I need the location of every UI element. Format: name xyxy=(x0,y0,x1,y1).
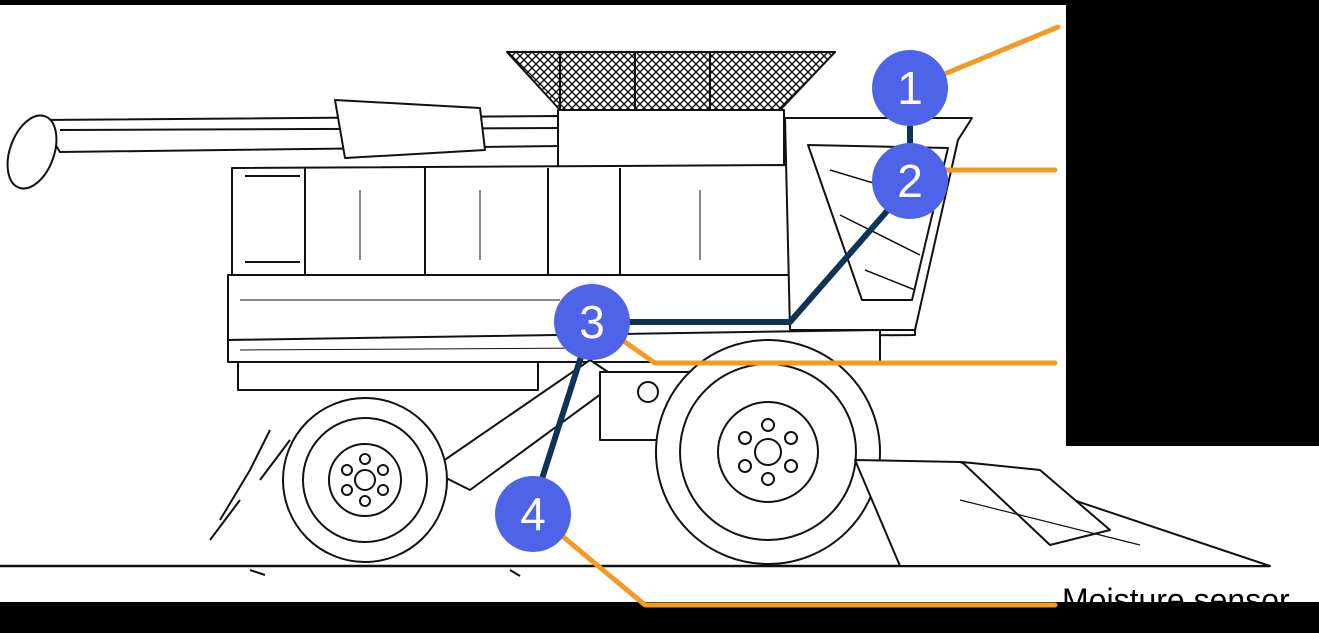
marker-4: 4 xyxy=(495,476,571,552)
label-yield-unit: Yield unit xyxy=(1066,150,1306,190)
marker-number: 3 xyxy=(579,296,605,348)
label-external-gps-receiver: External GPS receiver xyxy=(1066,10,1306,90)
marker-number: 2 xyxy=(897,155,923,207)
marker-number: 1 xyxy=(897,62,923,114)
marker-3: 3 xyxy=(554,284,630,360)
label-optical-sensor: Optical sensor xyxy=(1066,343,1306,383)
marker-badge xyxy=(495,476,571,552)
marker-2: 2 xyxy=(872,143,948,219)
marker-1: 1 xyxy=(872,50,948,126)
marker-badge xyxy=(872,143,948,219)
leader-line-4 xyxy=(552,527,1058,608)
marker-badge xyxy=(554,284,630,360)
label-moisture-sensor: Moisture sensor xyxy=(1062,582,1290,618)
leader-line-1 xyxy=(927,24,1061,83)
leader-lines xyxy=(552,24,1061,608)
marker-badge xyxy=(872,50,948,126)
leader-line-3 xyxy=(612,332,1058,366)
marker-number: 4 xyxy=(520,488,546,540)
